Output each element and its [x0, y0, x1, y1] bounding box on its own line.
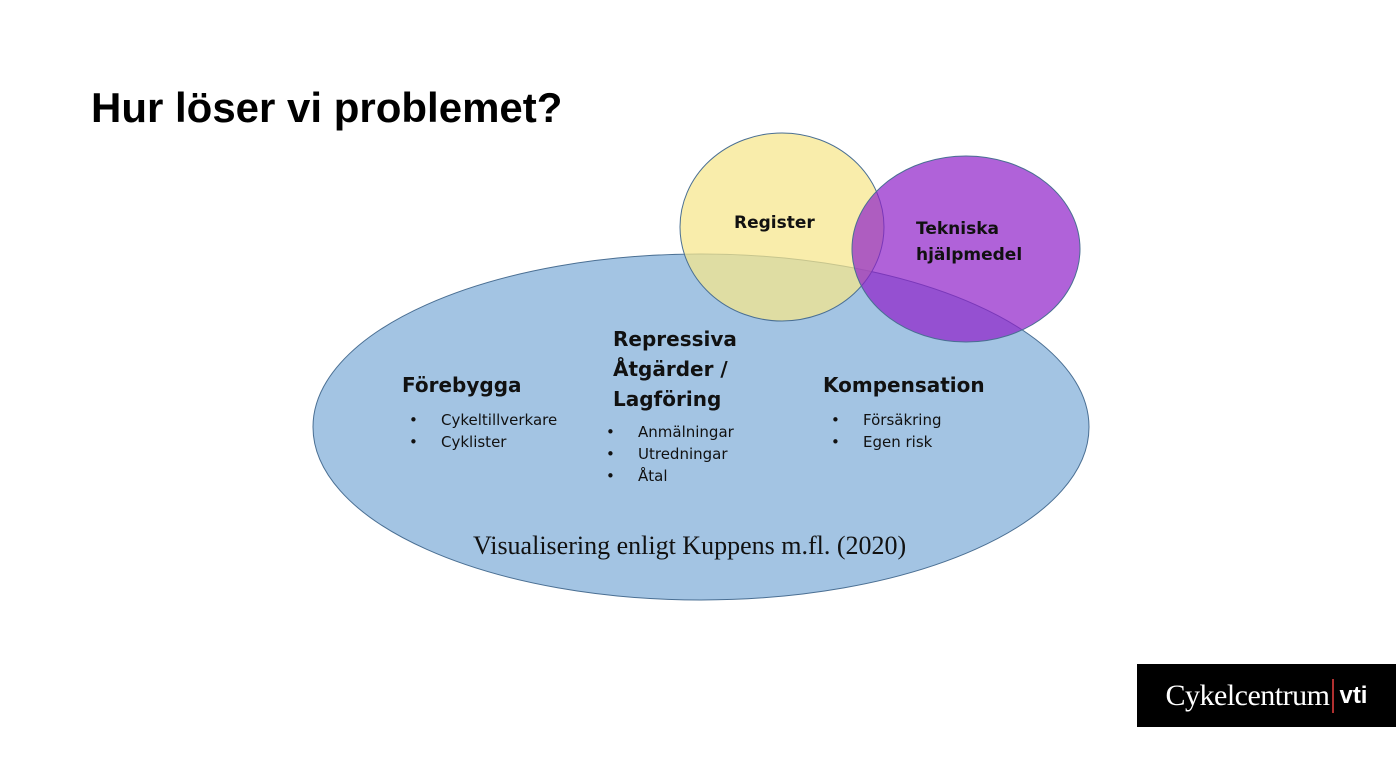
logo-name: Cykelcentrum — [1165, 678, 1330, 712]
tekniska-label-line1: Tekniska — [916, 219, 999, 239]
kompensation-heading: Kompensation — [823, 373, 985, 397]
repressiva-heading-line3: Lagföring — [613, 387, 722, 411]
cykelcentrum-vti-logo: Cykelcentrum vti — [1137, 664, 1396, 727]
repressiva-heading-line1: Repressiva — [613, 327, 737, 351]
logo-divider — [1332, 678, 1335, 713]
tekniska-circle — [851, 155, 1081, 343]
tekniska-label: Tekniska hjälpmedel — [916, 216, 1022, 268]
list-item: Anmälningar — [602, 421, 734, 443]
forebygga-list: Cykeltillverkare Cyklister — [405, 409, 557, 453]
list-item: Egen risk — [827, 431, 942, 453]
register-label: Register — [734, 213, 815, 233]
list-item: Cykeltillverkare — [405, 409, 557, 431]
repressiva-heading-line2: Åtgärder / — [613, 357, 728, 381]
repressiva-list: Anmälningar Utredningar Åtal — [602, 421, 734, 487]
tekniska-label-line2: hjälpmedel — [916, 245, 1023, 265]
kompensation-list: Försäkring Egen risk — [827, 409, 942, 453]
citation-text: Visualisering enligt Kuppens m.fl. (2020… — [473, 531, 907, 560]
slide-title: Hur löser vi problemet? — [91, 84, 563, 131]
repressiva-heading: Repressiva Åtgärder / Lagföring — [613, 324, 737, 414]
list-item: Försäkring — [827, 409, 942, 431]
logo-suffix: vti — [1339, 681, 1368, 709]
forebygga-heading: Förebygga — [402, 373, 522, 397]
list-item: Cyklister — [405, 431, 557, 453]
list-item: Utredningar — [602, 443, 734, 465]
list-item: Åtal — [602, 465, 734, 487]
